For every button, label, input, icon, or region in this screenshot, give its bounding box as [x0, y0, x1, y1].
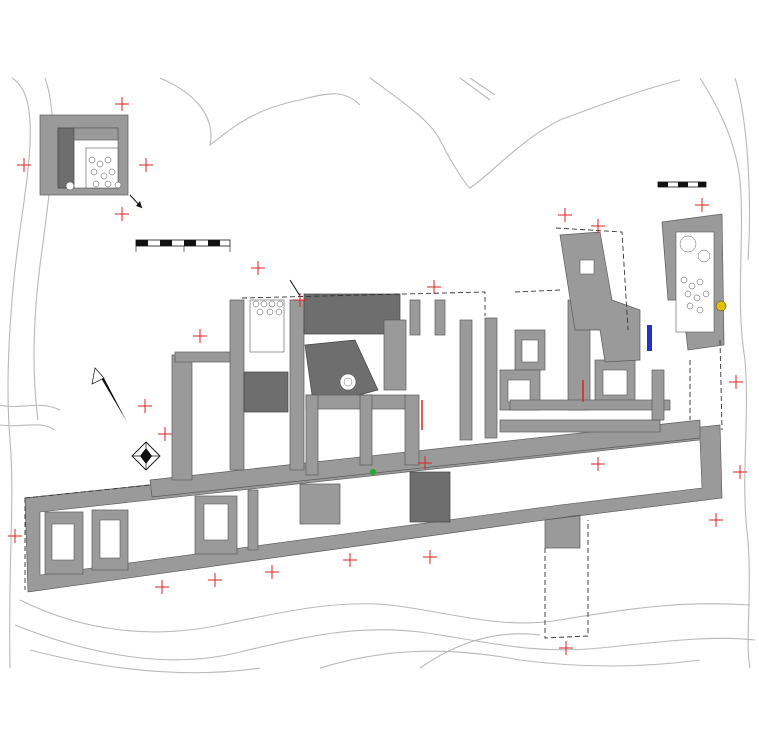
north-arrow-icon — [91, 367, 127, 422]
survey-marker-icon — [423, 550, 437, 564]
survey-marker-icon — [293, 293, 307, 307]
small-arrow-icon — [129, 194, 301, 297]
feature-blue-marker — [647, 325, 652, 351]
survey-marker-icon — [591, 219, 605, 233]
building-northwest — [39, 114, 129, 196]
survey-marker-icon — [709, 513, 723, 527]
survey-marker-icon — [139, 158, 153, 172]
survey-marker-icon — [733, 465, 747, 479]
survey-marker-icon — [343, 553, 357, 567]
survey-marker-icon — [8, 529, 22, 543]
feature-yellow-marker — [715, 300, 727, 312]
survey-marker-icon — [558, 208, 572, 222]
survey-marker-icon — [591, 457, 605, 471]
scale-bar-west — [135, 239, 231, 252]
scale-bar-east — [657, 181, 707, 188]
survey-marker-icon — [559, 641, 573, 655]
survey-marker-icon — [418, 456, 432, 470]
survey-markers — [8, 97, 747, 655]
survey-marker-icon — [155, 580, 169, 594]
compass-rose-icon — [131, 441, 161, 471]
survey-marker-icon — [265, 565, 279, 579]
survey-marker-icon — [427, 280, 441, 294]
survey-marker-icon — [695, 198, 709, 212]
survey-marker-icon — [17, 158, 31, 172]
excavation-outlines — [24, 227, 723, 639]
contour-lines — [0, 77, 756, 674]
feature-green-marker — [370, 469, 376, 475]
survey-marker-icon — [158, 427, 172, 441]
survey-marker-icon — [138, 399, 152, 413]
survey-marker-icon — [729, 375, 743, 389]
main-complex — [24, 213, 725, 593]
survey-marker-icon — [208, 573, 222, 587]
survey-marker-icon — [115, 97, 129, 111]
survey-marker-icon — [251, 261, 265, 275]
survey-marker-icon — [115, 207, 129, 221]
survey-marker-icon — [193, 329, 207, 343]
